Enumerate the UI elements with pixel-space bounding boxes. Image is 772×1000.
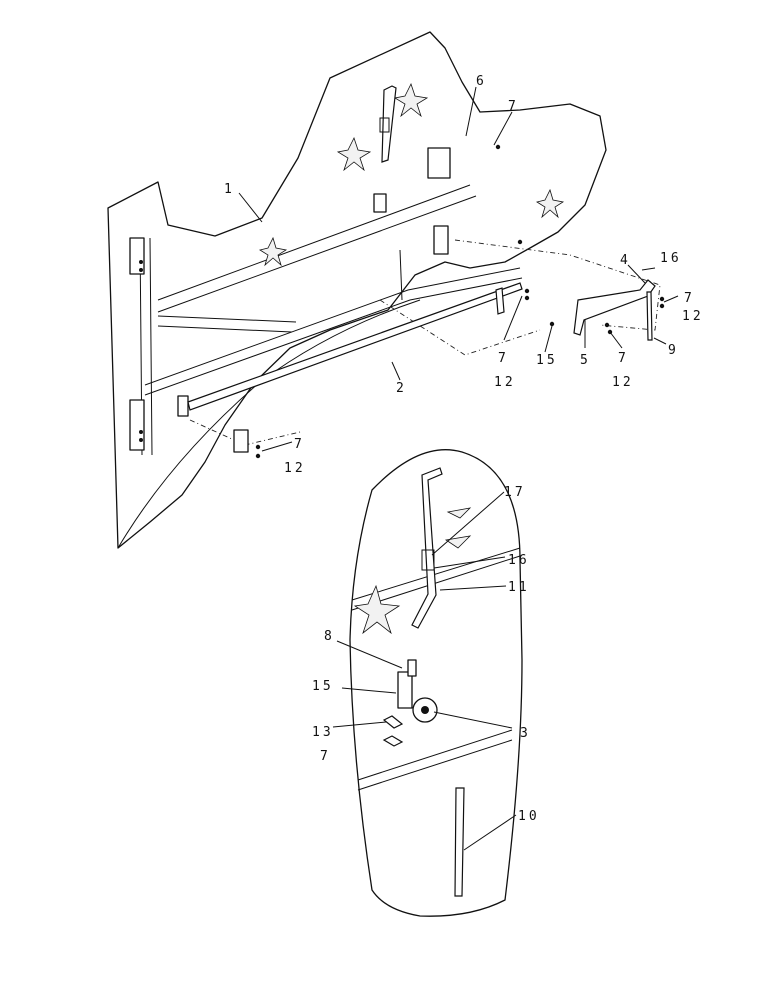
callout-12: 12 bbox=[284, 461, 306, 476]
spring-upper bbox=[379, 117, 390, 133]
callout-12: 12 bbox=[494, 375, 516, 390]
callout-6: 6 bbox=[476, 74, 487, 89]
spring bbox=[421, 549, 435, 571]
lock-hub bbox=[421, 706, 429, 714]
star-decal bbox=[336, 136, 372, 172]
latch-rod bbox=[411, 467, 443, 629]
bracket bbox=[129, 399, 145, 451]
leader-lines bbox=[238, 86, 679, 851]
fastener-dot bbox=[139, 268, 143, 272]
callout-16: 16 bbox=[660, 251, 682, 266]
bracket bbox=[177, 395, 189, 417]
callout-2: 2 bbox=[396, 381, 407, 396]
callout-12: 12 bbox=[682, 309, 704, 324]
lock-assembly bbox=[373, 193, 387, 213]
door-bands bbox=[351, 547, 521, 791]
callout-3: 3 bbox=[520, 726, 531, 741]
star-decal bbox=[444, 507, 472, 549]
callout-15: 15 bbox=[312, 679, 334, 694]
callout-7: 7 bbox=[498, 351, 509, 366]
lower-rod bbox=[454, 787, 465, 897]
pin bbox=[495, 287, 505, 315]
fastener-dot bbox=[517, 239, 523, 245]
fastener-dot bbox=[139, 438, 143, 442]
callout-9: 9 bbox=[668, 343, 679, 358]
callout-12: 12 bbox=[612, 375, 634, 390]
lower-rail bbox=[144, 267, 523, 396]
fastener-dot bbox=[524, 288, 530, 294]
callout-labels: 1 2 3 4 5 6 7 7 7 7 7 7 8 9 10 11 12 12 … bbox=[224, 74, 704, 824]
fastener-dot bbox=[255, 444, 261, 450]
upper-rail bbox=[157, 184, 477, 313]
bracket bbox=[433, 225, 449, 255]
fastener-dot bbox=[659, 296, 665, 302]
callout-1: 1 bbox=[224, 182, 235, 197]
callout-17: 17 bbox=[504, 485, 526, 500]
latch-plate bbox=[397, 671, 413, 709]
upper-assembly bbox=[107, 31, 665, 549]
bracket bbox=[427, 147, 451, 179]
callout-7: 7 bbox=[618, 351, 629, 366]
callout-5: 5 bbox=[580, 353, 591, 368]
callout-8: 8 bbox=[324, 629, 335, 644]
callout-13: 13 bbox=[312, 725, 334, 740]
door-detail bbox=[349, 449, 523, 917]
callout-11: 11 bbox=[508, 580, 530, 595]
latch-bracket bbox=[407, 659, 417, 677]
callout-7: 7 bbox=[294, 437, 305, 452]
fastener-dot bbox=[524, 295, 530, 301]
fastener-dot bbox=[139, 430, 143, 434]
callout-7: 7 bbox=[684, 291, 695, 306]
bracket bbox=[233, 429, 249, 453]
screw bbox=[382, 735, 404, 747]
star-decal bbox=[258, 236, 288, 267]
fastener-dot bbox=[549, 321, 555, 327]
callout-7: 7 bbox=[320, 749, 331, 764]
callout-4: 4 bbox=[620, 253, 631, 268]
fastener-dot bbox=[495, 144, 501, 150]
star-decal bbox=[535, 188, 565, 219]
fastener-dot bbox=[659, 303, 665, 309]
star-decal bbox=[393, 82, 429, 118]
callout-7: 7 bbox=[508, 99, 519, 114]
callout-15: 15 bbox=[536, 353, 558, 368]
fastener-dot bbox=[604, 322, 610, 328]
fastener-dot bbox=[255, 453, 261, 459]
star-decal bbox=[353, 584, 401, 635]
callout-16: 16 bbox=[508, 553, 530, 568]
callout-10: 10 bbox=[518, 809, 540, 824]
tie-rod bbox=[187, 282, 523, 411]
screw bbox=[382, 715, 404, 729]
bracket bbox=[129, 237, 145, 275]
diagonal-brace bbox=[157, 315, 297, 333]
door-panel bbox=[349, 449, 523, 917]
hook-rod-end bbox=[646, 291, 653, 341]
fastener-dot bbox=[139, 260, 143, 264]
side-panel bbox=[107, 31, 607, 549]
